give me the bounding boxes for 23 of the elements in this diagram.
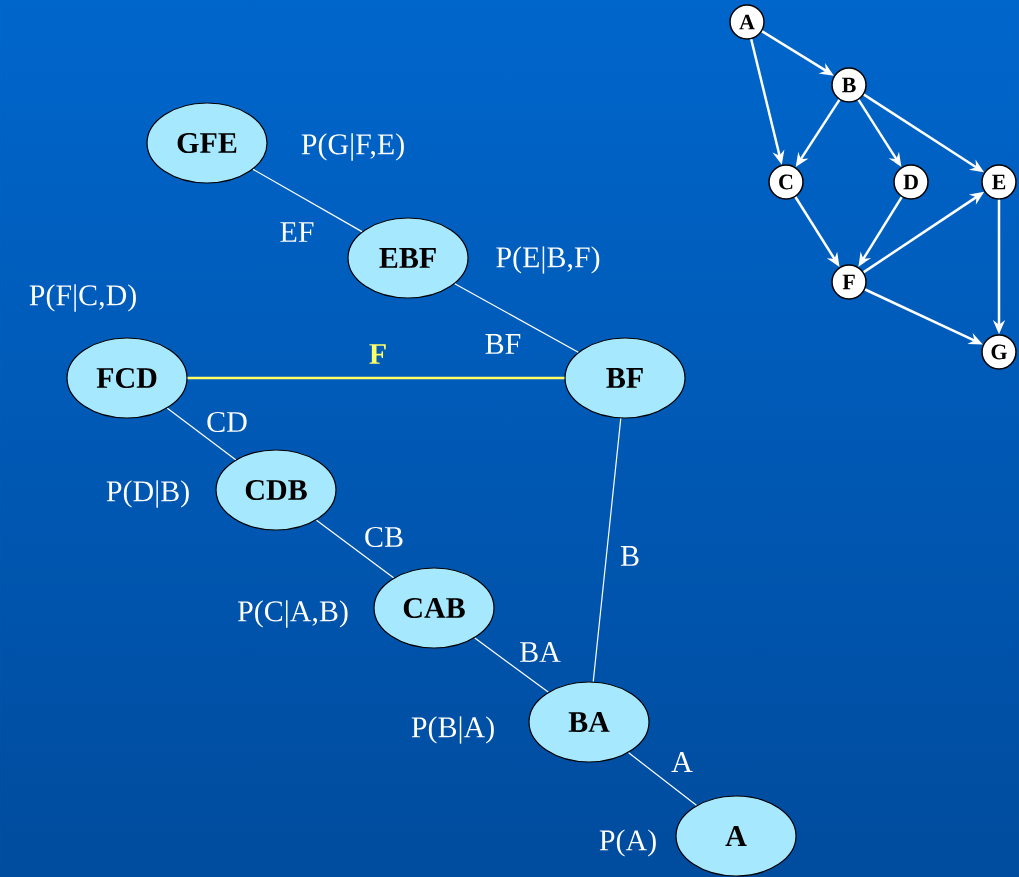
connector-line <box>166 407 237 461</box>
connector-line <box>628 752 697 806</box>
connector-line <box>592 417 622 683</box>
edge-label: EF <box>280 222 314 242</box>
edge-label: CD <box>207 411 247 433</box>
edge-label: F <box>369 344 386 364</box>
edge-label: A <box>671 752 693 772</box>
probability-label: P(D|B) <box>106 480 189 508</box>
edge-label: BA <box>520 642 561 662</box>
connector-line <box>474 637 549 693</box>
probability-label: P(F|C,D) <box>29 284 136 312</box>
edge-label: BF <box>485 334 521 354</box>
connector-line <box>454 283 579 353</box>
probability-label: P(G|F,E) <box>301 133 404 161</box>
probability-label: P(B|A) <box>411 716 494 744</box>
edge-label: CB <box>365 526 403 548</box>
probability-label: P(E|B,F) <box>496 246 600 274</box>
connector-line <box>187 376 565 380</box>
connector-line <box>252 168 363 233</box>
connector-line <box>315 519 395 579</box>
probability-label: P(C|A,B) <box>237 600 348 628</box>
edge-label: B <box>620 546 639 566</box>
probability-label: P(A) <box>599 829 656 857</box>
